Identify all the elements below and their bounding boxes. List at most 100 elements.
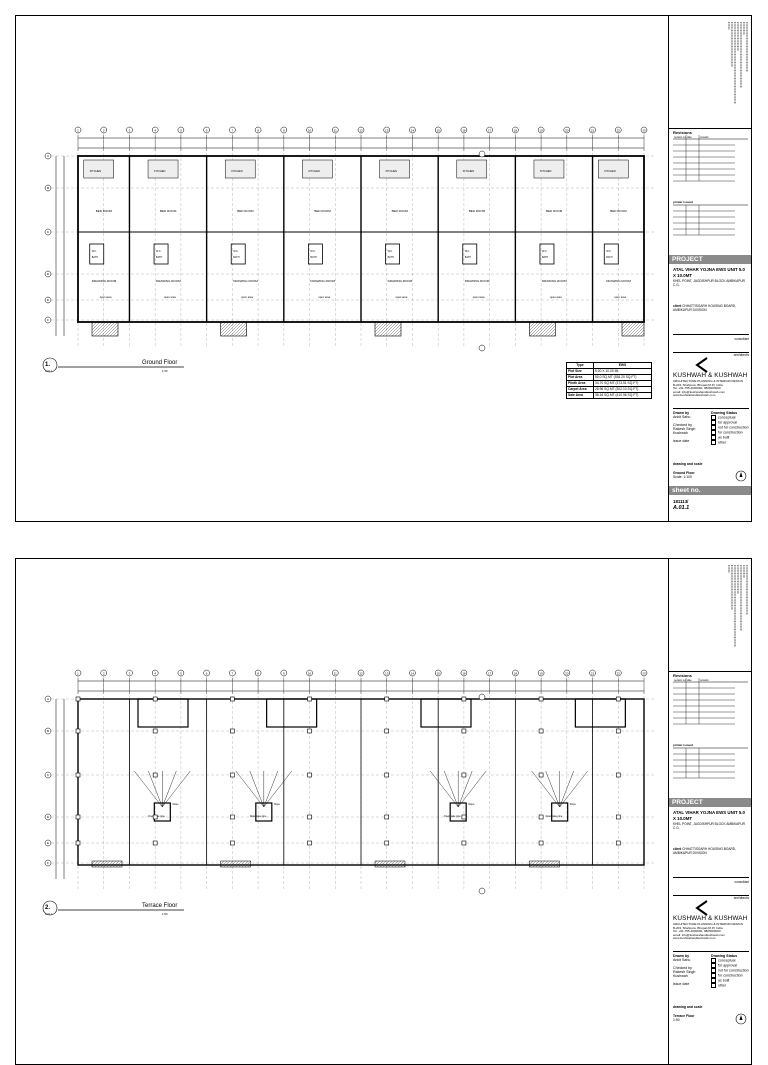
status-checkbox (711, 968, 716, 973)
drawn-by-name: Ankit Sahu (673, 958, 691, 962)
room-label-open-area: open area (164, 295, 176, 299)
client-label: client (673, 847, 682, 851)
slope-arrow (457, 770, 473, 808)
firm-contact: Tel. +91-755-4000000, 9826000000 (673, 929, 721, 934)
column (152, 840, 158, 846)
drawn-by-block: Drawn by Ankit Sahu Checked by Rakesh Si… (673, 408, 749, 455)
status-item: for construction (711, 430, 749, 435)
room-label-kitchen: KITCHEN (463, 169, 475, 173)
grid-label: 6 (206, 672, 208, 676)
status-checkbox (711, 435, 716, 440)
toilet-block (230, 243, 246, 265)
grid-label: 1 (77, 672, 79, 676)
column (461, 696, 467, 702)
room-label-bath: BATH (542, 256, 548, 259)
status-checkbox (711, 425, 716, 430)
status-checkbox (711, 963, 716, 968)
grid-label: 16 (462, 672, 466, 676)
plan-title: Terrace Floor (142, 903, 177, 909)
slope-arrow (263, 770, 292, 808)
section-marker (478, 150, 486, 158)
architect-block: architects (673, 895, 749, 921)
column (152, 728, 158, 734)
chajja (374, 860, 406, 868)
grid-label: E (47, 298, 49, 302)
grid-label: E (47, 841, 49, 845)
grid-label: 12 (359, 672, 363, 676)
firm-web: www.kushwahandkushwah.com (673, 393, 716, 398)
grid-label: 23 (642, 672, 646, 676)
slope-arrow (545, 770, 560, 808)
grid-label: 22 (617, 672, 621, 676)
plan-ref: A.01.1 (45, 912, 53, 916)
grid-label: 21 (591, 129, 595, 133)
firm-tagline: ARCHITECTURE PLANNING & INTERIOR DESIGN (673, 922, 744, 926)
toilet-block (603, 243, 619, 265)
grid-label: D (47, 815, 50, 819)
grid-label: 11 (334, 129, 337, 133)
plan-number: 2. (45, 905, 50, 911)
grid-label: 16 (462, 129, 466, 133)
column (615, 728, 621, 734)
room-label-bath: BATH (465, 256, 471, 259)
status-checkbox (711, 440, 716, 445)
status-checkbox (711, 983, 716, 988)
room-label-kitchen: KITCHEN (231, 169, 243, 173)
grid-label: C (47, 230, 50, 234)
status-label: for construction (718, 973, 743, 978)
status-checkbox (711, 978, 716, 983)
project-name: ATAL VIHAR YOJNA EWS UNIT 5.0 X 10.0MT (673, 810, 745, 821)
room-label-kitchen: KITCHEN (308, 169, 320, 173)
status-item: conceptual (711, 415, 749, 420)
kitchen-platform (598, 159, 629, 179)
column (307, 728, 312, 734)
grid-label: 19 (539, 129, 543, 133)
room-label-bath: BATH (606, 256, 612, 259)
column (538, 814, 544, 820)
kitchen-platform (147, 159, 179, 179)
slope-arrow (430, 770, 459, 808)
checked-by-name: Rakesh Singh Kushwah (673, 427, 696, 435)
status-item: other (711, 440, 749, 445)
grid-label: 19 (539, 672, 543, 676)
column (230, 814, 235, 820)
drawn-by-label: Drawn by (673, 411, 690, 415)
room-label-bath: BATH (156, 256, 162, 259)
sheet-no-header: sheet no. (669, 486, 751, 495)
room-label-bedroom: BED ROOM (392, 209, 409, 213)
column (230, 772, 235, 778)
north-arrow-icon (735, 470, 747, 482)
status-label: conceptual (718, 958, 736, 963)
toilet-block (89, 243, 105, 265)
label-slope: Slope (570, 803, 577, 806)
room-label-bedroom: BED ROOM (314, 209, 331, 213)
column (75, 696, 81, 702)
section-marker (478, 887, 486, 895)
status-checkbox (711, 420, 716, 425)
room-label-bedroom: BED ROOM (610, 209, 627, 213)
slope-arrow (559, 770, 588, 808)
grid-label: 15 (437, 672, 441, 676)
printer-issued-label: printer issued (673, 743, 693, 747)
architect-block: architects (673, 352, 749, 378)
grid-label: 8 (257, 129, 259, 133)
entrance-step (220, 321, 247, 337)
plan-title: Ground Floor (142, 360, 177, 366)
drawing-and-scale-label: drawing and scale (673, 462, 703, 466)
client-block: client CHHATTISGARH HOUSING BOARD, AMBIK… (673, 847, 749, 855)
grid-label: 6 (206, 129, 208, 133)
column (152, 696, 158, 702)
status-label: as built (718, 978, 730, 983)
column (307, 696, 312, 702)
column (307, 814, 312, 820)
slope-arrow (531, 770, 560, 808)
drawing-scale: Scale: 1:100 (673, 475, 692, 480)
room-label-living: DRAWING ROOM (388, 279, 413, 283)
status-label: conceptual (718, 415, 736, 420)
firm-details: ARCHITECTURE PLANNING & INTERIOR DESIGN … (673, 922, 749, 941)
room-label-bedroom: BED ROOM (96, 209, 113, 213)
firm-name: KUSHWAH & KUSHWAH (673, 915, 748, 922)
